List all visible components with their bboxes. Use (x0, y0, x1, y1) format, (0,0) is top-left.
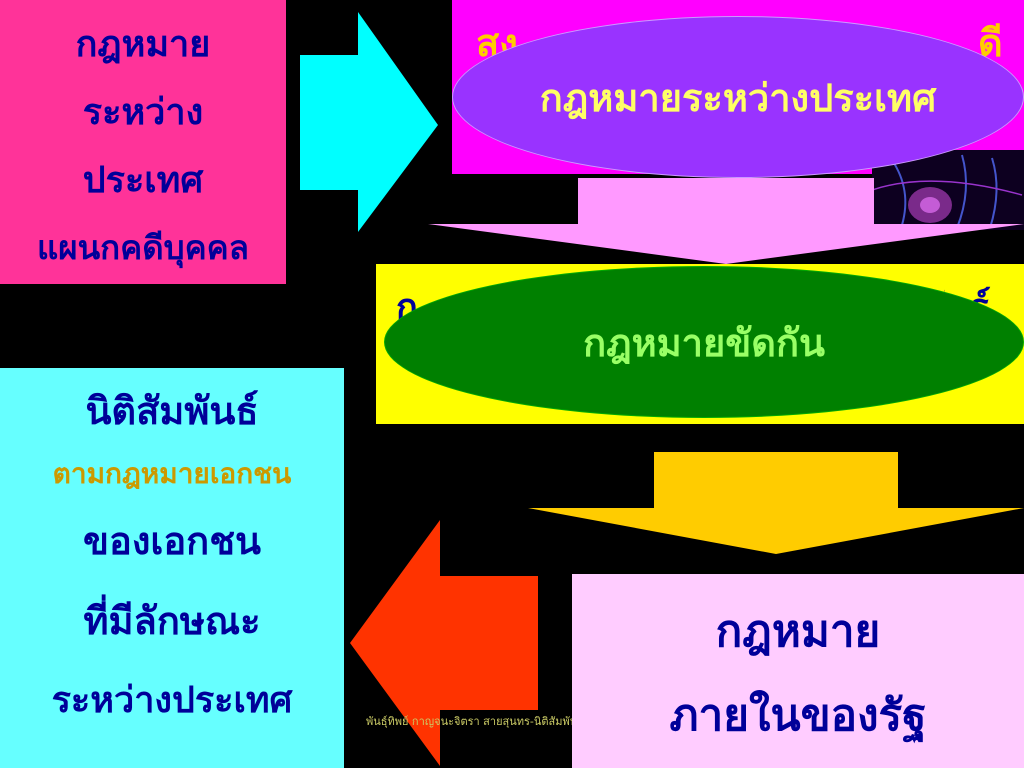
top-left-box: กฎหมาย ระหว่าง ประเทศ แผนกคดีบุคคล (0, 0, 286, 284)
left-cyan-line-4: ที่มีลักษณะ (83, 598, 261, 643)
top-left-text: กฎหมาย ระหว่าง ประเทศ แผนกคดีบุคคล (0, 10, 286, 282)
left-cyan-box: นิติสัมพันธ์ ตามกฎหมายเอกชน ของเอกชน ที่… (0, 368, 344, 768)
pink-down-arrow-icon (428, 178, 1024, 264)
top-left-line-4: แผนกคดีบุคคล (37, 228, 249, 267)
footer-text: พันธุ์ทิพย์ กาญจนะจิตรา สายสุนทร-นิติสัม… (366, 715, 572, 728)
top-left-line-1: กฎหมาย (75, 23, 211, 65)
conflict-of-laws-label: กฎหมายขัดกัน (583, 319, 825, 365)
red-left-arrow-icon (350, 520, 538, 766)
left-cyan-line-3: ของเอกชน (83, 518, 261, 563)
top-left-line-2: ระหว่าง (82, 91, 204, 133)
left-cyan-line-1: นิติสัมพันธ์ (85, 388, 259, 433)
conflict-of-laws-ellipse: กฎหมายขัดกัน (384, 266, 1024, 418)
left-cyan-line-5: ระหว่างประเทศ (51, 679, 293, 721)
orange-down-arrow-icon (528, 452, 1024, 554)
cyan-right-arrow-icon (300, 12, 438, 232)
bottom-right-line-1: กฎหมาย (715, 606, 881, 657)
international-law-label: กฎหมายระหว่างประเทศ (539, 74, 937, 120)
international-law-ellipse: กฎหมายระหว่างประเทศ (452, 16, 1024, 178)
footer-caption: พันธุ์ทิพย์ กาญจนะจิตรา สายสุนทร-นิติสัม… (366, 710, 572, 730)
bottom-right-line-2: ภายในของรัฐ (669, 690, 927, 741)
left-cyan-line-2: ตามกฎหมายเอกชน (52, 457, 292, 490)
bottom-right-box: กฎหมาย ภายในของรัฐ (572, 574, 1024, 768)
bottom-right-text: กฎหมาย ภายในของรัฐ (572, 590, 1024, 758)
top-left-line-3: ประเทศ (82, 159, 204, 201)
left-cyan-text: นิติสัมพันธ์ ตามกฎหมายเอกชน ของเอกชน ที่… (0, 374, 344, 740)
